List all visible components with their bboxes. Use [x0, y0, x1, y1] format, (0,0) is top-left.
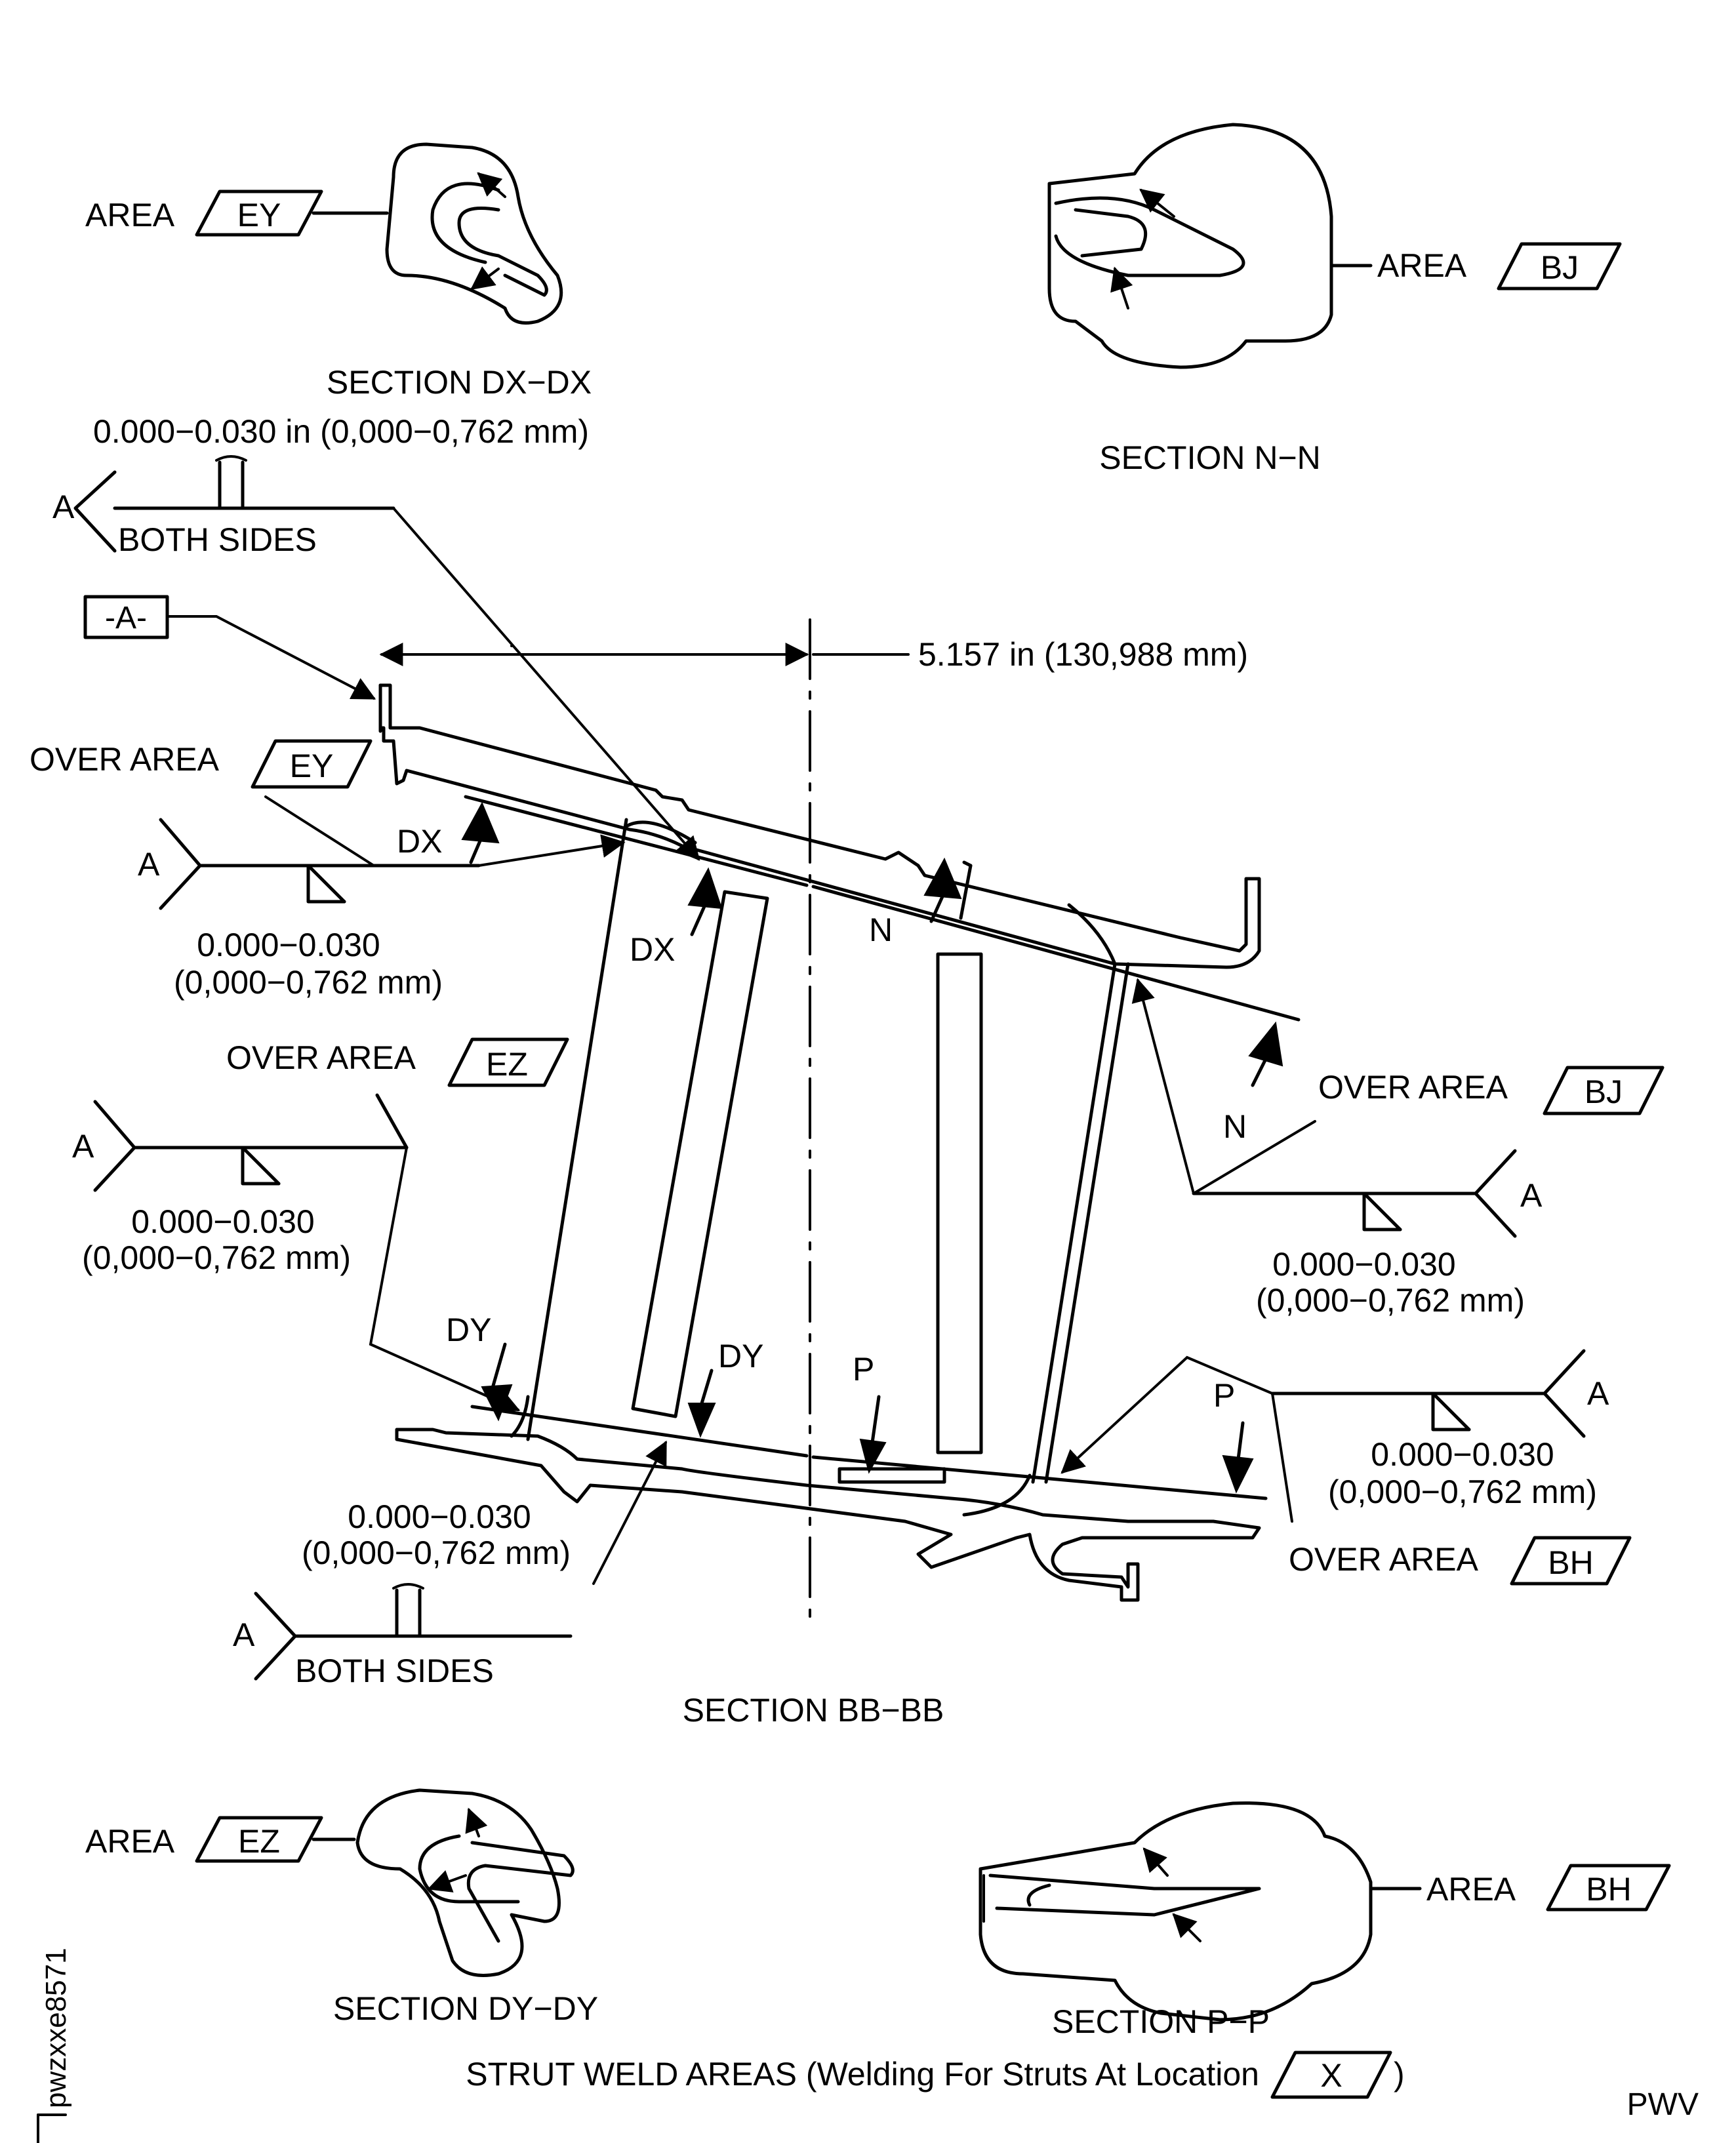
- over-area-bj-flag-label: BJ: [1585, 1073, 1623, 1110]
- section-n-n: AREA BJ SECTION N−N: [1047, 123, 1622, 476]
- n-label-2: N: [1223, 1108, 1247, 1145]
- section-p-outline: [979, 1801, 1373, 2022]
- section-pp-title: SECTION P−P: [1052, 2003, 1270, 2040]
- strut-slot-right: [936, 952, 983, 1454]
- tol-mm-1: (0,000−0,762 mm): [174, 964, 443, 1001]
- top-tolerance-dim: 0.000−0.030 in (0,000−0,762 mm): [93, 413, 589, 450]
- section-dy-dy: AREA EZ SECTION DY−DY: [85, 1788, 598, 2027]
- over-area-ez-flag-label: EZ: [486, 1046, 528, 1083]
- over-area-bh-flag: [1510, 1536, 1632, 1586]
- tol-mm-3: (0,000−0,762 mm): [1256, 1282, 1525, 1319]
- p-label-2: P: [1213, 1377, 1235, 1414]
- location-x-label: X: [1320, 2057, 1342, 2094]
- n-label-1: N: [869, 911, 893, 948]
- weld-tail-a-5: A: [1587, 1375, 1609, 1412]
- over-area-ey-label: OVER AREA: [30, 741, 220, 778]
- over-area-bj-label: OVER AREA: [1318, 1069, 1508, 1106]
- dy-label-1: DY: [446, 1312, 491, 1348]
- section-bb-bb: 5.157 in (130,988 mm) -A- A BOTH SIDES O…: [30, 455, 1665, 1729]
- area-ey-flag: [195, 190, 323, 237]
- area-bh-flag: [1546, 1864, 1671, 1912]
- over-area-ey-flag: [251, 739, 373, 789]
- tol-mm-5: (0,000−0,762 mm): [302, 1534, 571, 1571]
- p-label-1: P: [853, 1351, 874, 1388]
- outer-shroud: [378, 683, 1261, 969]
- section-dy-title: SECTION DY−DY: [333, 1990, 598, 2027]
- weld-tail-a-4: A: [1520, 1177, 1543, 1214]
- section-bb-title: SECTION BB−BB: [683, 1692, 944, 1729]
- footer: STRUT WELD AREAS (Welding For Struts At …: [37, 1948, 1699, 2143]
- dy-label-2: DY: [718, 1338, 763, 1374]
- area-ey-flag-label: EY: [237, 197, 281, 233]
- tol-in-5: 0.000−0.030: [348, 1498, 531, 1535]
- both-sides-bottom: BOTH SIDES: [295, 1652, 494, 1689]
- inner-shroud: [395, 1428, 1261, 1602]
- tol-in-1: 0.000−0.030: [197, 927, 380, 963]
- both-sides-top: BOTH SIDES: [118, 521, 317, 558]
- over-area-ey-flag-label: EY: [290, 748, 334, 784]
- over-area-bj-flag: [1543, 1066, 1665, 1115]
- area-ez-flag-label: EZ: [238, 1823, 280, 1860]
- area-bj-word: AREA: [1377, 247, 1467, 284]
- tol-in-4: 0.000−0.030: [1371, 1436, 1554, 1473]
- area-ez-flag: [195, 1816, 323, 1863]
- tol-mm-2: (0,000−0,762 mm): [82, 1239, 351, 1276]
- section-dx-title: SECTION DX−DX: [327, 364, 592, 401]
- area-bh-word: AREA: [1426, 1871, 1516, 1908]
- section-n-outline: [1047, 123, 1333, 369]
- area-bh-flag-label: BH: [1586, 1871, 1631, 1908]
- tol-in-3: 0.000−0.030: [1272, 1246, 1455, 1283]
- area-ez-word: AREA: [85, 1823, 175, 1860]
- area-bj-flag: [1497, 242, 1622, 290]
- section-nn-title: SECTION N−N: [1099, 439, 1321, 476]
- dx-label-2: DX: [630, 931, 675, 968]
- section-p-p: AREA BH SECTION P−P: [979, 1801, 1671, 2040]
- weld-tail-a-3: A: [72, 1128, 94, 1165]
- weld-tail-a-1: A: [52, 489, 75, 525]
- figure-id: pwzxxe8571: [40, 1948, 72, 2108]
- span-dimension: 5.157 in (130,988 mm): [918, 636, 1248, 673]
- dx-label-1: DX: [397, 823, 442, 860]
- section-dx-dx: AREA EY SECTION DX−DX 0.000−0.030 in (0,…: [85, 142, 592, 450]
- over-area-bh-label: OVER AREA: [1289, 1541, 1479, 1578]
- area-ey-word: AREA: [85, 197, 175, 233]
- over-area-bh-flag-label: BH: [1548, 1544, 1593, 1581]
- datum-a-label: -A-: [105, 601, 147, 635]
- weld-tail-a-6: A: [233, 1616, 255, 1653]
- strut-slot-left: [631, 890, 769, 1418]
- section-dx-outline: [385, 142, 563, 325]
- pwv-code: PWV: [1627, 2087, 1699, 2122]
- weld-tail-a-2: A: [138, 846, 160, 883]
- caption-close-paren: ): [1394, 2056, 1405, 2093]
- area-bj-flag-label: BJ: [1541, 249, 1579, 286]
- tol-mm-4: (0,000−0,762 mm): [1328, 1473, 1597, 1510]
- strut-weld-caption: STRUT WELD AREAS (Welding For Struts At …: [466, 2056, 1259, 2093]
- location-x-flag: [1270, 2051, 1392, 2099]
- over-area-ez-label: OVER AREA: [226, 1039, 416, 1076]
- over-area-ez-flag: [447, 1037, 569, 1087]
- tol-in-2: 0.000−0.030: [131, 1203, 314, 1240]
- section-dy-outline: [355, 1788, 561, 1977]
